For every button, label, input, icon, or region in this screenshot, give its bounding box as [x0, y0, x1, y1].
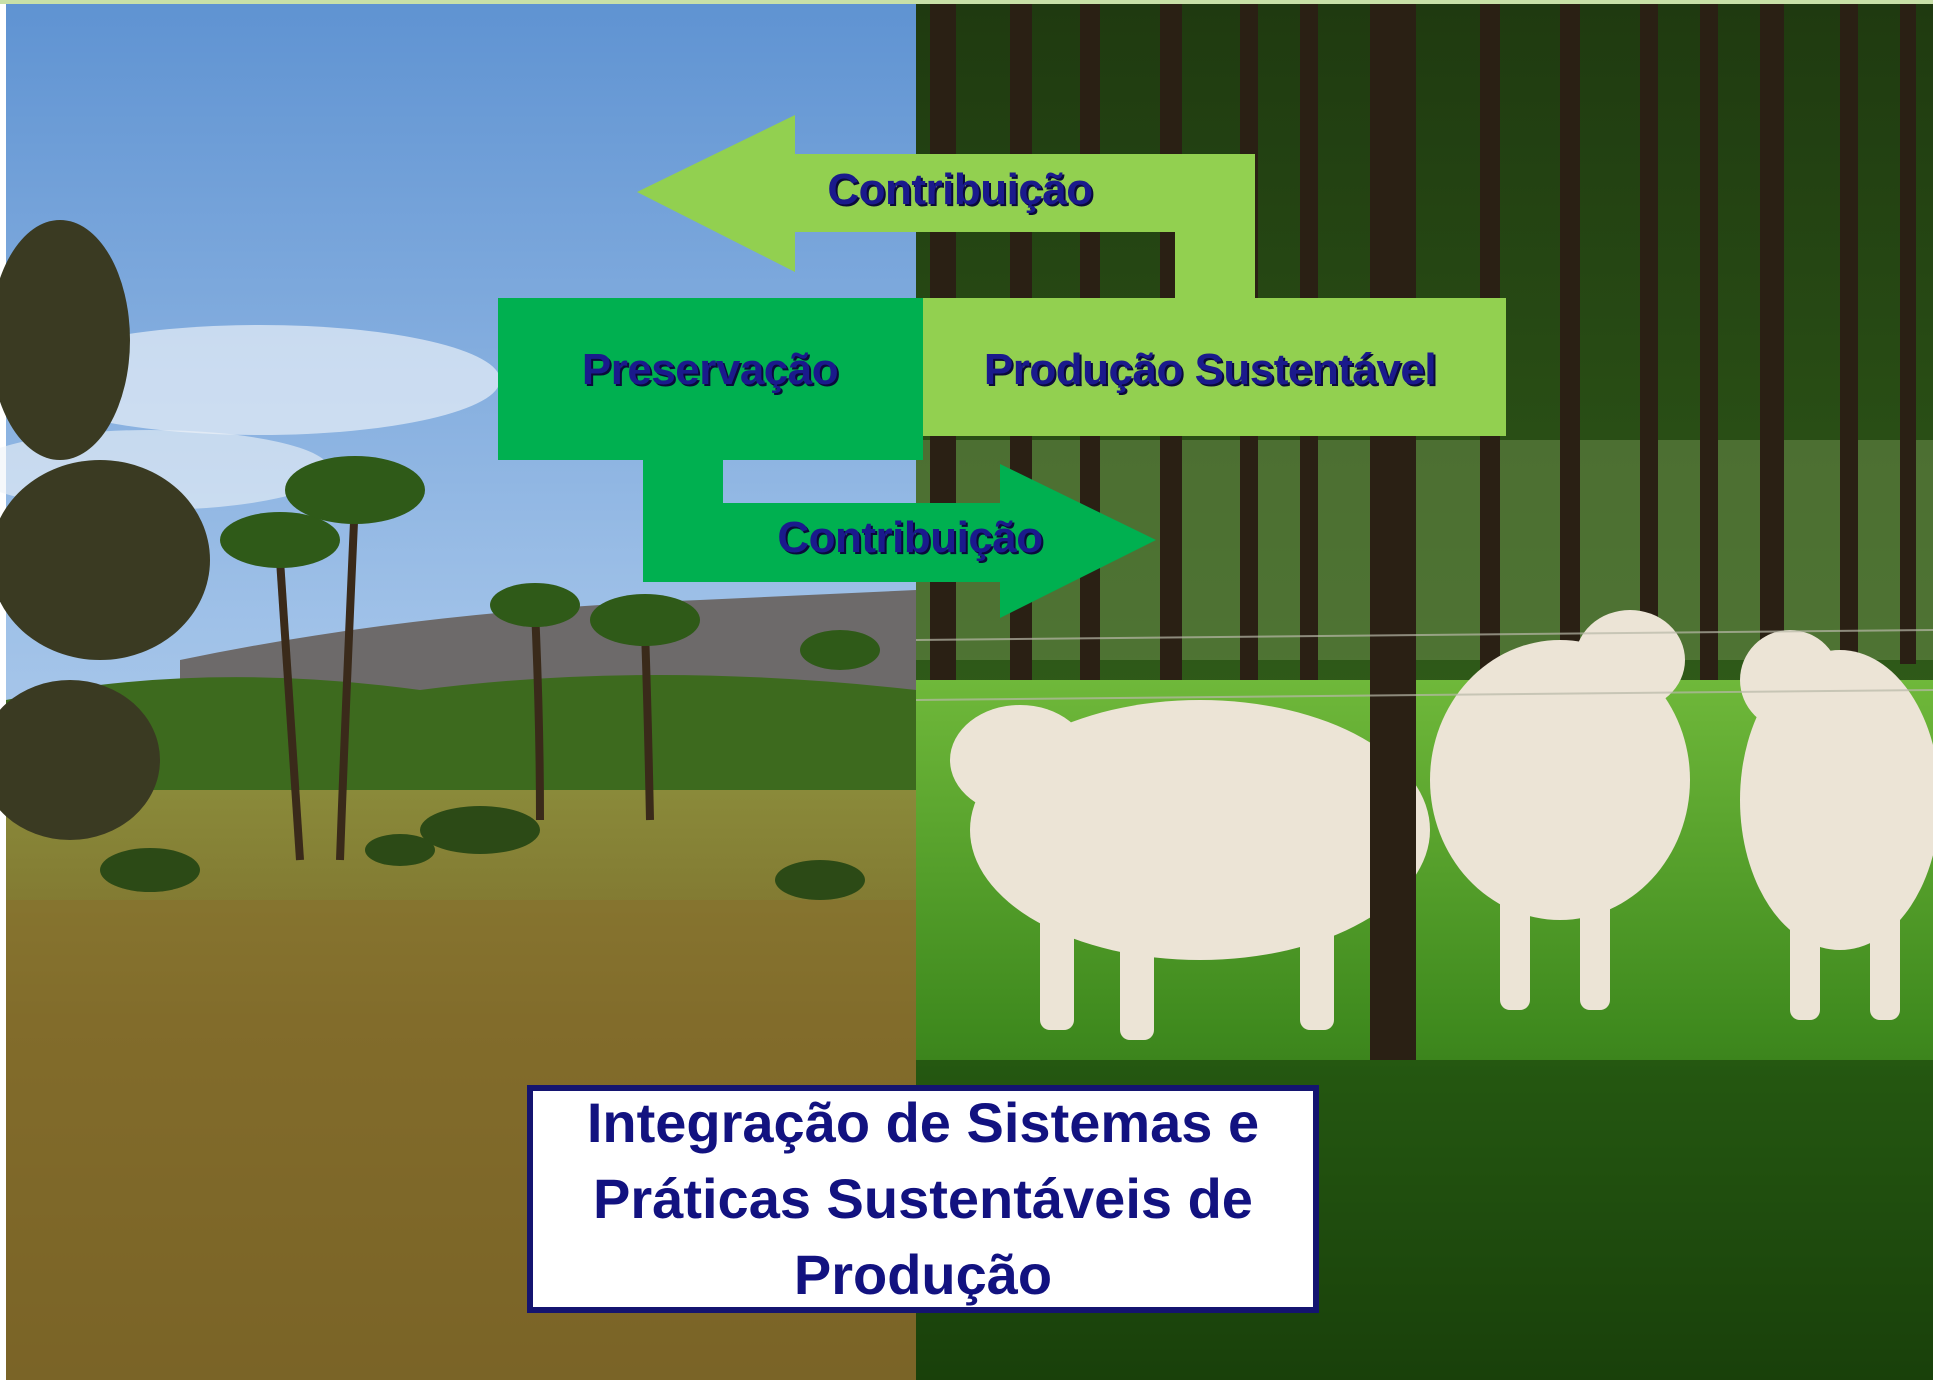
preservacao-label: Preservação: [581, 345, 839, 394]
title-line-2: Práticas Sustentáveis de: [593, 1167, 1253, 1230]
diagram-shapes: [498, 115, 1506, 618]
bottom-arrow-label: Contribuição: [777, 513, 1043, 562]
slide-title: Integração de Sistemas e Práticas Susten…: [543, 1085, 1303, 1313]
bottom-contribution-arrow: [643, 460, 1156, 618]
integrated-system-photo: [915, 4, 1933, 1380]
preservacao-box: [498, 298, 923, 460]
producao-sustentavel-box: [923, 298, 1506, 436]
title-line-1: Integração de Sistemas e: [586, 1091, 1260, 1154]
top-border: [0, 0, 1933, 4]
title-box: Integração de Sistemas e Práticas Susten…: [527, 1085, 1319, 1313]
producao-sustentavel-label: Produção Sustentável: [983, 345, 1437, 394]
top-contribution-arrow: [637, 115, 1255, 300]
title-line-3: Produção: [793, 1243, 1053, 1306]
top-arrow-label: Contribuição: [827, 165, 1093, 214]
